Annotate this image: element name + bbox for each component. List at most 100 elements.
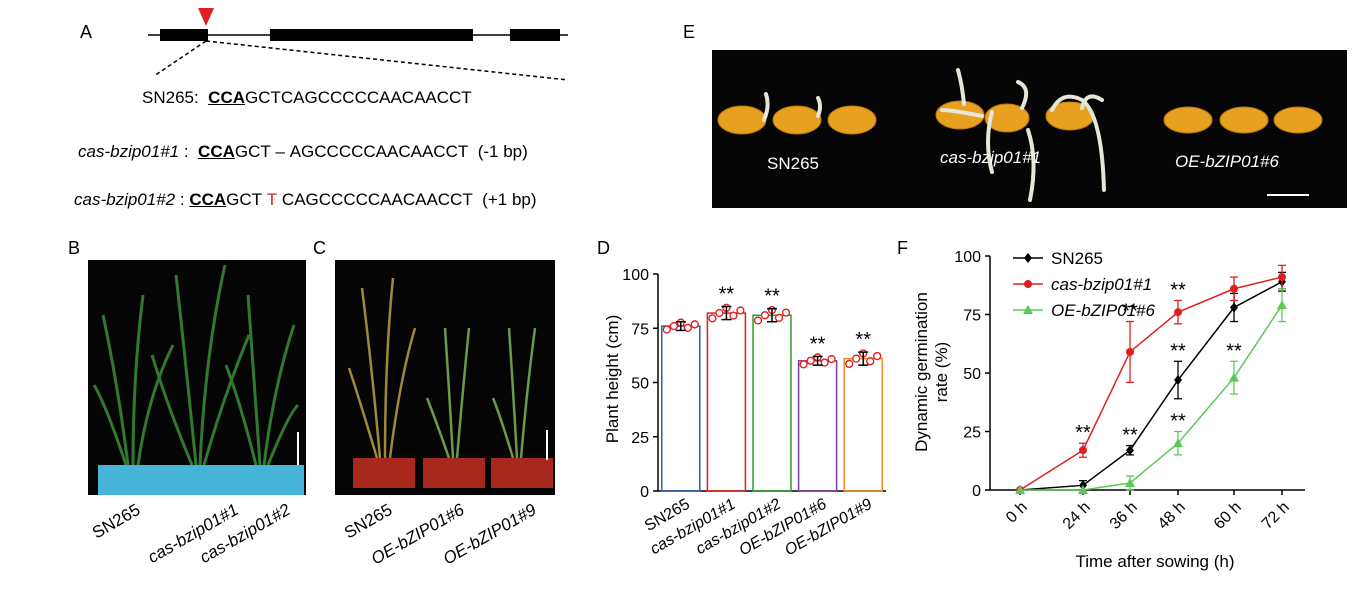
gene-structure-diagram (148, 8, 569, 81)
significance-mark: ** (810, 333, 826, 355)
x-tick-label: 24 h (1060, 499, 1094, 533)
sequence-row-cas1: cas-bzip01#1 : CCAGCT – AGCCCCCAACAACCT … (78, 142, 528, 161)
bar (843, 357, 883, 492)
data-point (820, 358, 829, 367)
sequence-text: GCTCAGCCCCCAACAACCT (245, 88, 472, 107)
x-tick-label: 0 h (1003, 499, 1031, 527)
series-line (1019, 276, 1283, 491)
sequence-name: SN265 (142, 88, 194, 107)
sequence-text: CAGCCCCCAACAACCT (281, 190, 473, 209)
photo-label-oe6: OE-bZIP01#6 (1175, 152, 1279, 171)
deletion-mark: – (275, 142, 285, 161)
data-point (1173, 438, 1183, 448)
zoom-line-left (153, 40, 207, 77)
significance-mark: ** (855, 329, 871, 351)
data-point (683, 323, 692, 332)
data-point (1126, 445, 1134, 456)
x-tick-label: 48 h (1155, 499, 1189, 533)
plant-label-sn265-b: SN265 (88, 500, 144, 543)
germination-seed-photo: SN265 cas-bzip01#1 OE-bZIP01#6 (712, 50, 1347, 208)
data-point (753, 316, 763, 325)
panel-label-f: F (897, 238, 908, 258)
pam-site: CCA (189, 190, 227, 209)
significance-mark: ** (1170, 340, 1186, 362)
significance-mark: ** (764, 286, 780, 308)
pam-site: CCA (198, 142, 235, 161)
data-point (1078, 485, 1088, 494)
data-point (708, 314, 717, 323)
data-point (1015, 485, 1025, 494)
data-point (1230, 302, 1238, 313)
cas-plant-photo (88, 260, 306, 495)
y-tick-label: 0 (972, 483, 981, 500)
exon-2 (270, 29, 473, 41)
sequence-text: GCT (226, 190, 263, 209)
series-line (1020, 304, 1283, 491)
x-tick-label: 36 h (1107, 499, 1141, 533)
bar (706, 312, 747, 492)
y-tick-label: 75 (631, 321, 649, 338)
panel-label-d: D (597, 238, 610, 258)
y-axis-label-line1: Dynamic germination (912, 292, 931, 452)
sequence-row-sn265: SN265: CCAGCTCAGCCCCCAACAACCT (142, 88, 472, 107)
target-site-marker-icon (198, 8, 214, 26)
panel-label-b: B (68, 238, 81, 258)
plant-label-sn265-c: SN265 (340, 500, 396, 543)
y-tick-label: 75 (963, 308, 981, 325)
sequence-text: AGCCCCCAACAACCT (289, 142, 469, 161)
data-point (1024, 280, 1032, 288)
data-point (690, 320, 699, 329)
x-tick-label: 60 h (1211, 499, 1245, 533)
data-point (662, 325, 671, 334)
insertion-mark: T (266, 190, 278, 209)
y-tick-label: 25 (963, 425, 981, 442)
data-point (781, 308, 791, 317)
plant-illustration (347, 277, 553, 488)
y-tick-label: 25 (631, 430, 649, 447)
bar (797, 360, 838, 492)
sequence-name: cas-bzip01#2 (74, 190, 176, 209)
series-line (1019, 281, 1283, 491)
data-point (866, 357, 875, 366)
data-point (799, 360, 808, 369)
x-axis-label: Time after sowing (h) (1075, 552, 1234, 571)
legend-label: cas-bzip01#1 (1051, 275, 1152, 294)
y-tick-label: 0 (640, 484, 649, 501)
data-point (1125, 477, 1135, 487)
legend-label: OE-bZIP01#6 (1051, 301, 1155, 320)
exon-3 (510, 29, 560, 41)
y-tick-label: 100 (622, 267, 649, 284)
mutation-note: (-1 bp) (477, 142, 528, 161)
legend-label: SN265 (1051, 249, 1103, 268)
pam-site: CCA (208, 88, 246, 107)
data-point (1079, 446, 1087, 455)
data-point (774, 313, 784, 322)
significance-mark: ** (1122, 301, 1138, 323)
panel-label-c: C (313, 238, 326, 258)
mutation-note: (+1 bp) (482, 190, 537, 209)
data-point (760, 311, 770, 320)
y-tick-label: 100 (954, 249, 981, 266)
sequence-text: GCT (234, 142, 271, 161)
y-tick-label: 50 (631, 376, 649, 393)
significance-mark: ** (1170, 411, 1186, 433)
data-point (736, 306, 745, 315)
data-point (1230, 284, 1238, 293)
significance-mark: ** (1226, 340, 1242, 362)
data-point (1174, 308, 1182, 317)
data-point (845, 359, 854, 368)
data-point (1174, 375, 1182, 386)
bar (752, 314, 792, 492)
y-axis-label: Plant height (cm) (603, 315, 622, 444)
exon-1 (160, 29, 208, 41)
significance-mark: ** (1122, 425, 1138, 447)
data-point (827, 355, 836, 364)
zoom-line-right (205, 40, 569, 81)
y-axis-label-line2: rate (%) (932, 342, 951, 402)
data-point (1023, 305, 1033, 314)
plant-illustration (92, 264, 304, 495)
data-point (1126, 347, 1134, 356)
data-point (1229, 372, 1239, 382)
